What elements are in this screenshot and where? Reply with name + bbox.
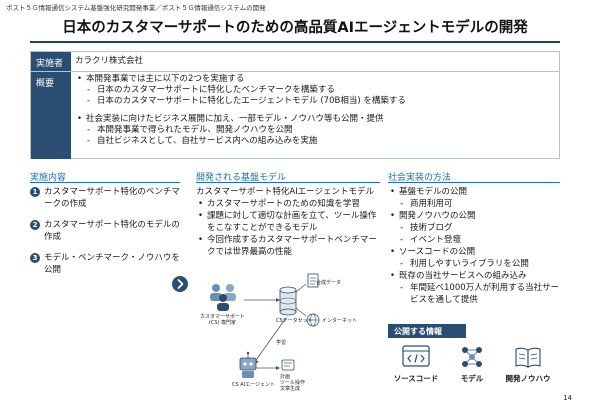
- left-item: 3 モデル・ベンチマーク・ノウハウを公開: [30, 252, 180, 276]
- publish-item: モデル: [446, 344, 498, 384]
- right-content: 基盤モデルの公開 商用利用可 開発ノウハウの公開 技術ブログ イベント登壇 ソー…: [388, 186, 563, 306]
- synthetic-data-label: 合成データ: [316, 280, 342, 286]
- right-heading-rule: [388, 182, 560, 183]
- internet-label: インターネット: [322, 318, 358, 324]
- middle-lead: カスタマーサポート特化AIエージェントモデル: [196, 187, 374, 197]
- number-badge: 2: [30, 220, 40, 230]
- middle-heading-rule: [196, 182, 380, 183]
- breadcrumb: ポスト５Ｇ情報通信システム基盤強化研究開発事業／ポスト５Ｇ情報通信システムの開発: [6, 4, 266, 12]
- left-item-text: カスタマーサポート特化のベンチマークの作成: [44, 187, 180, 209]
- right-sub-item: 商用利用可: [388, 198, 563, 210]
- overview-bullet: 社会実装に向けたビジネス展開に加え、一部モデル・ノウハウ等も公開・提供: [75, 114, 555, 125]
- publish-box: 公開する情報 ソースコード モデル: [388, 324, 558, 394]
- left-item: 2 カスタマーサポート特化のモデルの作成: [30, 219, 180, 243]
- overview-label: 概要: [31, 72, 71, 159]
- left-item-text: モデル・ベンチマーク・ノウハウを公開: [44, 253, 180, 275]
- learning-label: 学習: [276, 340, 287, 346]
- left-heading: 実施内容: [30, 173, 67, 183]
- number-badge: 3: [30, 253, 40, 263]
- right-heading: 社会実装の方法: [388, 173, 452, 183]
- overview-sub-item: 本開発事業で得られたモデル、開発ノウハウを公開: [75, 125, 555, 136]
- neural-network-icon: [462, 347, 482, 367]
- publish-label: 公開する情報: [388, 324, 466, 338]
- tools-icon: [281, 359, 295, 371]
- middle-bullet: 課題に対して適切な計画を立て、ツール操作をこなすことができるモデル: [196, 210, 380, 234]
- implementer-row: 実施者 カラクリ株式会社: [31, 52, 559, 72]
- cs-agent-label: CS AIエージェント: [232, 382, 276, 388]
- publish-item-label: 開発ノウハウ: [505, 374, 551, 383]
- right-sub-item: 利用しやすいライブラリを公開: [388, 258, 563, 270]
- implementer-label: 実施者: [31, 52, 71, 71]
- title-rule: [30, 41, 560, 43]
- right-bullet: ソースコードの公開: [388, 246, 563, 258]
- overview-bullet: 本開発事業では主に以下の2つを実施する: [75, 74, 555, 85]
- document-icon: [307, 273, 319, 288]
- overview-sub-item: 自社ビジネスとして、自社サービス内への組み込みを実施: [75, 136, 555, 147]
- chevron-right-icon: [172, 276, 188, 292]
- globe-icon: [306, 313, 320, 327]
- right-sub-item: 年間延べ1000万人が利用する当社サービスを通して提供: [388, 282, 563, 306]
- middle-heading: 開発される基盤モデル: [196, 173, 287, 183]
- middle-content: カスタマーサポート特化AIエージェントモデル カスタマーサポートのための知識を学…: [196, 186, 380, 258]
- cs-dataset-label: CSデータセット: [276, 318, 313, 324]
- left-item: 1 カスタマーサポート特化のベンチマークの作成: [30, 186, 180, 210]
- page-title: 日本のカスタマーサポートのための高品質AIエージェントモデルの開発: [62, 20, 528, 36]
- robot-icon: [239, 351, 257, 378]
- expert-label: カスタマーサポート (CS) 専門家: [200, 314, 245, 326]
- open-book-icon: [515, 347, 541, 368]
- implementer-value: カラクリ株式会社: [75, 56, 144, 66]
- code-window-icon: [402, 345, 430, 367]
- publish-item-label: モデル: [460, 374, 484, 383]
- right-sub-item: イベント登壇: [388, 234, 563, 246]
- right-bullet: 開発ノウハウの公開: [388, 210, 563, 222]
- overview-content: 本開発事業では主に以下の2つを実施する 日本のカスタマーサポートに特化したベンチ…: [75, 74, 555, 147]
- right-sub-item: 技術ブログ: [388, 222, 563, 234]
- summary-table: 実施者 カラクリ株式会社 概要 本開発事業では主に以下の2つを実施する 日本のカ…: [30, 51, 560, 159]
- middle-bullet: 今回作成するカスタマーサポートベンチマークでは世界最高の性能: [196, 234, 380, 258]
- right-bullet: 基盤モデルの公開: [388, 186, 563, 198]
- overview-row: 概要 本開発事業では主に以下の2つを実施する 日本のカスタマーサポートに特化した…: [31, 72, 559, 159]
- number-badge: 1: [30, 187, 40, 197]
- publish-item: ソースコード: [390, 344, 442, 384]
- functions-label: 計画 ツール操作 文章生成: [280, 374, 306, 392]
- middle-bullet: カスタマーサポートのための知識を学習: [196, 198, 380, 210]
- expert-group-icon: [210, 284, 236, 311]
- right-bullet: 既存の当社サービスへの組み込み: [388, 270, 563, 282]
- publish-item: 開発ノウハウ: [502, 344, 554, 384]
- overview-sub-item: 日本のカスタマーサポートに特化したエージェントモデル (70B相当) を構築する: [75, 96, 555, 107]
- publish-item-label: ソースコード: [393, 374, 439, 383]
- model-diagram: 合成データ インターネット カスタマーサポート (CS) 専門家 CSデータセッ…: [196, 268, 380, 400]
- left-heading-rule: [30, 182, 180, 183]
- overview-sub-item: 日本のカスタマーサポートに特化したベンチマークを構築する: [75, 85, 555, 96]
- page-number: 14: [563, 394, 572, 402]
- database-icon: [279, 286, 297, 316]
- left-item-text: カスタマーサポート特化のモデルの作成: [44, 220, 180, 242]
